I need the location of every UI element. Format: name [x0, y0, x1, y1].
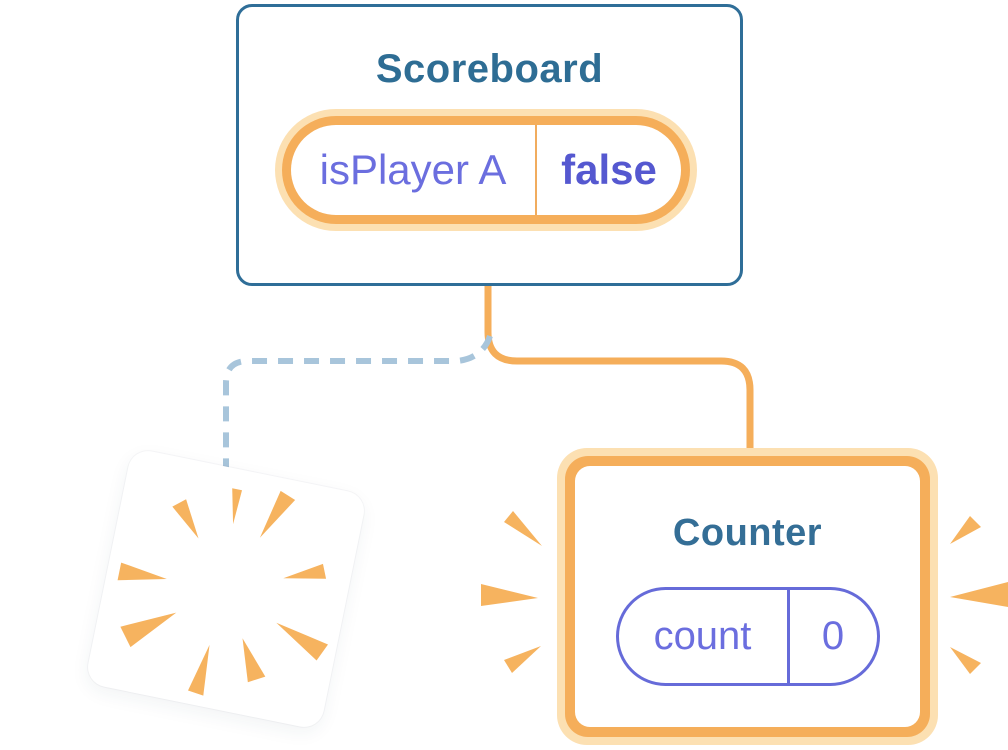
scoreboard-title: Scoreboard	[375, 47, 604, 91]
state-name: isPlayer A	[319, 146, 507, 193]
count-name: count	[653, 614, 752, 658]
connector-line-dashed	[223, 334, 493, 477]
state-pill: isPlayer A false	[275, 109, 697, 231]
burst-rays-icon	[117, 488, 328, 696]
destroyed-card	[84, 447, 368, 731]
counter-card-body: Counter count 0	[575, 466, 920, 727]
state-pill-ring: isPlayer A false	[282, 116, 690, 224]
count-value: 0	[821, 614, 845, 658]
count-pill-divider	[786, 590, 790, 683]
state-pill-divider	[535, 125, 537, 215]
state-value: false	[561, 146, 657, 193]
count-pill: count 0	[615, 587, 880, 686]
counter-title: Counter	[672, 512, 823, 554]
counter-card-ring: Counter count 0	[565, 456, 930, 737]
scoreboard-card: Scoreboard isPlayer A false	[236, 4, 743, 286]
state-pill-body: isPlayer A false	[291, 125, 681, 215]
counter-card: Counter count 0	[557, 448, 938, 745]
counter-burst-left-icon	[481, 511, 542, 673]
counter-burst-right-icon	[950, 516, 1008, 674]
connector-line-solid	[484, 283, 754, 456]
